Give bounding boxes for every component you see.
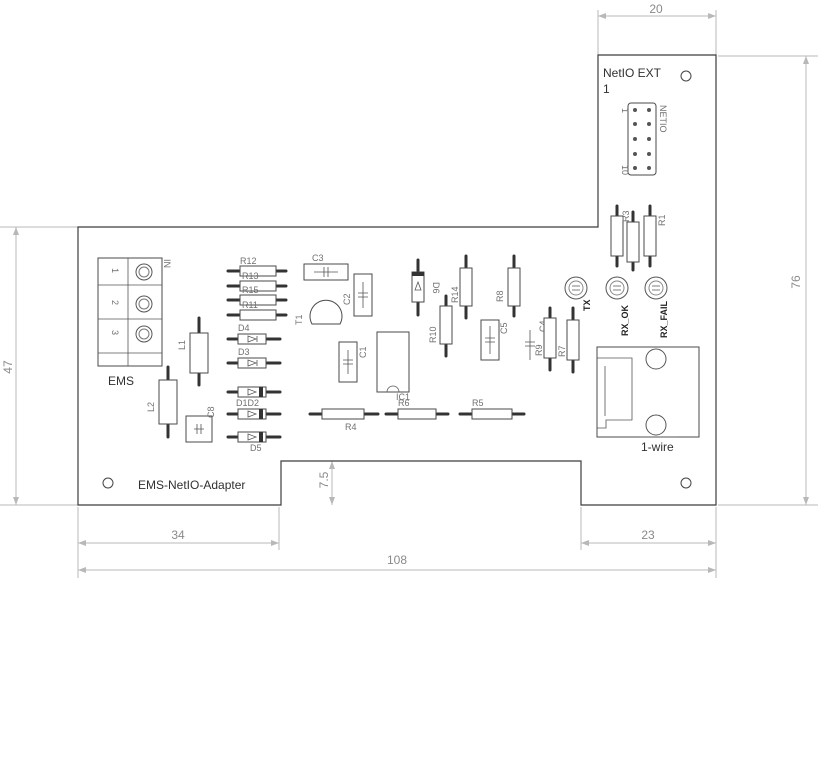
dimension-notch-height-value: 7.5 bbox=[317, 471, 331, 488]
header-netio-label: NETIO bbox=[658, 105, 668, 133]
svg-text:R10: R10 bbox=[428, 326, 438, 343]
svg-text:C2: C2 bbox=[342, 293, 352, 305]
diode-d2: D1D2 bbox=[226, 398, 282, 420]
diode-d6: D6 bbox=[411, 258, 441, 317]
resistor-r14: R14 bbox=[450, 254, 473, 320]
svg-text:R7: R7 bbox=[557, 345, 567, 357]
ic-ic1: IC1 bbox=[376, 331, 410, 402]
terminal-pin-2: 2 bbox=[110, 300, 120, 305]
terminal-pin-3: 3 bbox=[110, 330, 120, 335]
svg-text:R1: R1 bbox=[657, 214, 667, 226]
terminal-in-label: IN bbox=[162, 259, 172, 268]
capacitor-c1: C1 bbox=[338, 341, 368, 383]
resistor-r8: R8 bbox=[495, 254, 521, 318]
dimension-right-height-value: 76 bbox=[789, 275, 803, 289]
resistor-r13: R13 bbox=[226, 271, 288, 292]
inductor-l1: L1 bbox=[177, 316, 209, 387]
svg-text:C8: C8 bbox=[206, 406, 216, 418]
svg-text:R4: R4 bbox=[345, 422, 357, 432]
diode-d3: D3 bbox=[226, 347, 282, 369]
dimension-bottom-right-value: 23 bbox=[641, 528, 655, 542]
resistor-r5: R5 bbox=[458, 398, 526, 420]
mounting-hole-bottom-left bbox=[102, 477, 114, 489]
svg-text:D4: D4 bbox=[238, 323, 250, 333]
resistor-r3: R3 bbox=[610, 204, 631, 268]
svg-text:R11: R11 bbox=[242, 300, 258, 310]
diode-d5: D5 bbox=[226, 431, 282, 453]
dimension-bottom-right: 23 bbox=[580, 507, 717, 578]
resistor-r12: R12 bbox=[226, 256, 288, 277]
terminal-pin-1: 1 bbox=[110, 268, 120, 273]
capacitor-c8: C8 bbox=[185, 406, 216, 443]
svg-text:D5: D5 bbox=[250, 443, 262, 453]
resistor-r10: R10 bbox=[428, 294, 453, 358]
svg-text:R12: R12 bbox=[240, 256, 257, 266]
dimension-bottom-left: 34 bbox=[77, 507, 280, 578]
dimension-top-width-value: 20 bbox=[649, 2, 663, 16]
dimension-notch-height: 7.5 bbox=[317, 461, 335, 505]
dimension-total-width-value: 108 bbox=[387, 553, 407, 567]
svg-text:R13: R13 bbox=[242, 271, 259, 281]
svg-text:L1: L1 bbox=[177, 340, 187, 350]
svg-text:R3: R3 bbox=[621, 210, 631, 222]
dimension-total-width: 108 bbox=[78, 553, 716, 573]
svg-text:D1D2: D1D2 bbox=[236, 398, 259, 408]
diode-d1 bbox=[226, 386, 282, 398]
netio-pin1-marker: 1 bbox=[603, 82, 610, 96]
header-pin-last-label: 10 bbox=[620, 165, 630, 175]
svg-text:R6: R6 bbox=[398, 398, 410, 408]
onewire-label: 1-wire bbox=[641, 440, 674, 454]
capacitor-c4: C4 bbox=[525, 320, 548, 360]
mounting-hole-bottom-right bbox=[680, 477, 692, 489]
svg-text:RX_OK: RX_OK bbox=[620, 304, 630, 336]
capacitor-c2: C2 bbox=[342, 273, 373, 317]
dimension-top-width: 20 bbox=[597, 2, 717, 55]
transistor-t1: T1 bbox=[294, 299, 343, 325]
capacitor-c5: C5 bbox=[480, 319, 509, 361]
resistor-r11: R11 bbox=[226, 300, 288, 321]
svg-text:IC1: IC1 bbox=[396, 392, 410, 402]
svg-text:C3: C3 bbox=[312, 253, 324, 263]
svg-text:R15: R15 bbox=[242, 285, 259, 295]
resistor-r1: R1 bbox=[643, 204, 667, 268]
resistor-r15: R15 bbox=[226, 285, 288, 306]
dimension-right-height: 76 bbox=[718, 55, 818, 506]
board-title: EMS-NetIO-Adapter bbox=[138, 478, 245, 492]
capacitor-c3: C3 bbox=[303, 253, 349, 281]
resistor-r6: R6 bbox=[384, 398, 450, 420]
ems-connector-label: EMS bbox=[108, 374, 134, 388]
led-tx: TX bbox=[564, 276, 592, 311]
netio-connector-label: NetIO EXT bbox=[603, 66, 662, 80]
svg-text:R5: R5 bbox=[472, 398, 484, 408]
ems-terminal-block: 1 2 3 IN bbox=[97, 257, 172, 367]
svg-text:R8: R8 bbox=[495, 290, 505, 302]
svg-text:C1: C1 bbox=[358, 346, 368, 358]
mounting-hole-top-right bbox=[680, 70, 692, 82]
svg-text:D3: D3 bbox=[238, 347, 250, 357]
dimension-left-height-value: 47 bbox=[1, 360, 15, 374]
svg-text:RX_FAIL: RX_FAIL bbox=[659, 300, 669, 338]
svg-text:T1: T1 bbox=[294, 314, 304, 325]
diode-d4: D4 bbox=[226, 323, 282, 345]
svg-text:C5: C5 bbox=[499, 322, 509, 334]
led-rx-fail: RX_FAIL bbox=[644, 276, 669, 338]
svg-text:R14: R14 bbox=[450, 286, 460, 303]
resistor-r7: R7 bbox=[557, 306, 580, 374]
svg-text:L2: L2 bbox=[146, 402, 156, 412]
resistor-r4: R4 bbox=[308, 408, 380, 432]
inductor-l2: L2 bbox=[146, 365, 178, 439]
netio-header: 1 10 NETIO bbox=[620, 102, 668, 176]
svg-text:D6: D6 bbox=[431, 282, 441, 294]
dimension-bottom-left-value: 34 bbox=[171, 528, 185, 542]
dimension-left-height: 47 bbox=[0, 226, 78, 506]
onewire-connector bbox=[596, 346, 700, 438]
header-pin-first-label: 1 bbox=[620, 108, 630, 113]
resistor-r9: R9 bbox=[534, 306, 557, 372]
led-rx-ok: RX_OK bbox=[605, 276, 630, 336]
svg-text:C4: C4 bbox=[538, 320, 548, 332]
svg-text:TX: TX bbox=[582, 299, 592, 311]
svg-text:R9: R9 bbox=[534, 344, 544, 356]
